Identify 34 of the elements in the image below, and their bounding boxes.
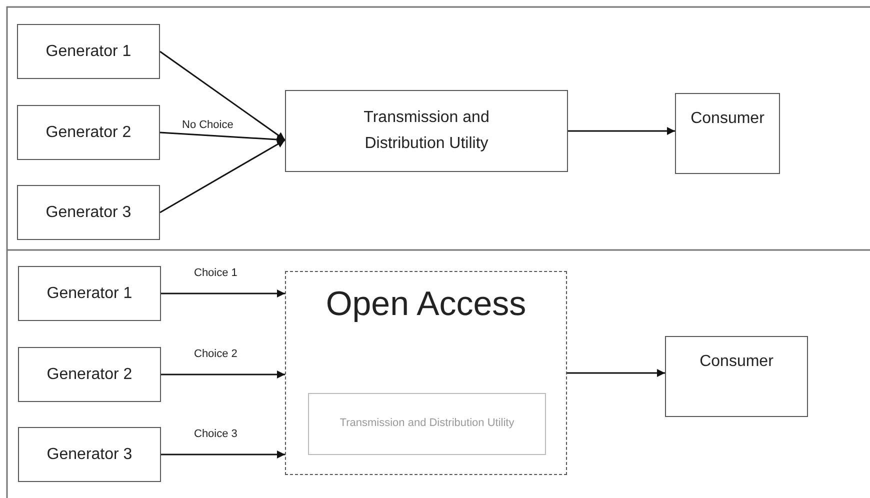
process-box — [17, 105, 160, 160]
process-box — [665, 336, 808, 417]
arrow — [568, 127, 675, 135]
inner-box — [308, 393, 546, 455]
process-box — [675, 93, 780, 174]
node-label: Transmission and Distribution Utility — [362, 108, 490, 154]
process-box — [285, 90, 568, 172]
arrow — [161, 290, 285, 298]
process-box — [18, 266, 161, 321]
node-label: Generator 3 — [46, 444, 132, 465]
node-label: Generator 1 — [46, 42, 132, 62]
process-box — [18, 347, 161, 402]
arrow — [160, 139, 286, 214]
process-box — [18, 427, 161, 482]
node-label: Generator 2 — [46, 364, 132, 385]
node-label: Generator 3 — [46, 202, 132, 223]
arrow — [160, 50, 286, 141]
process-box — [17, 24, 160, 79]
arrow — [161, 450, 285, 458]
dashed-group-box — [285, 271, 567, 475]
node-label: Consumer — [700, 352, 774, 372]
edge-label: No Choice — [180, 119, 236, 131]
arrow — [160, 132, 286, 144]
process-box — [17, 185, 160, 240]
node-label: Generator 1 — [46, 284, 132, 304]
arrow — [567, 369, 665, 377]
node-label: Open Access — [326, 286, 526, 324]
node-label: Consumer — [690, 109, 764, 129]
arrow — [161, 370, 285, 378]
node-label: Generator 2 — [46, 122, 132, 143]
edge-label: Choice 3 — [192, 428, 240, 440]
node-label: Transmission and Distribution Utility — [340, 416, 514, 432]
edge-label: Choice 2 — [192, 348, 240, 360]
edge-label: Choice 1 — [192, 267, 240, 279]
